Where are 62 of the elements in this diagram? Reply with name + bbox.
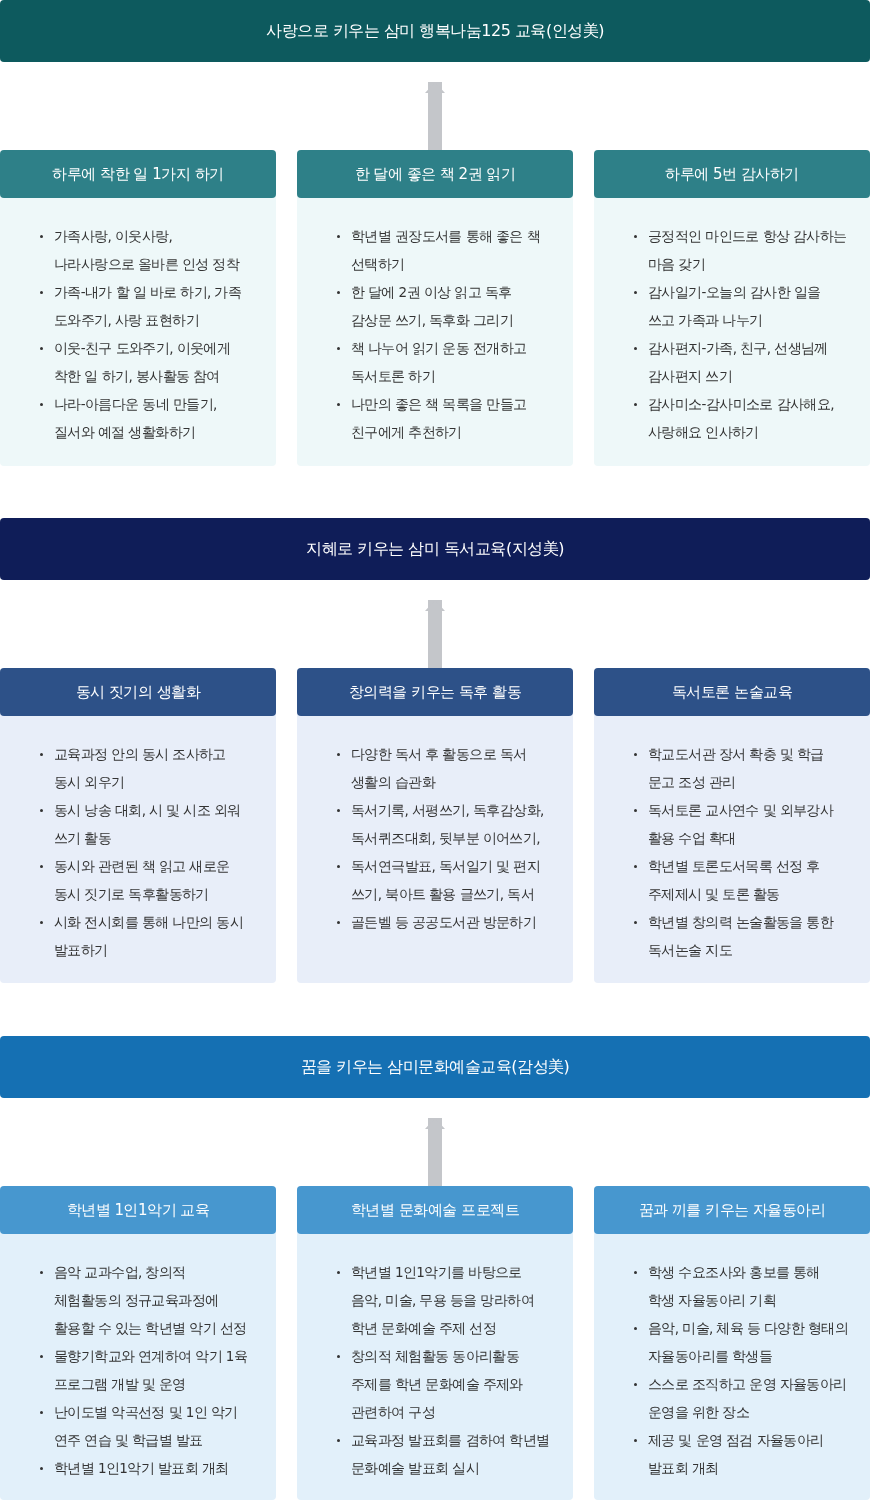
bullet-item: 나만의 좋은 책 목록을 만들고 친구에게 추천하기 [333, 390, 553, 446]
activity-card [297, 150, 573, 466]
bullet-item: 음악 교과수업, 창의적 체험활동의 정규교육과정에 활용할 수 있는 학년별 악기 선정 [36, 1258, 256, 1342]
banner-title: 지혜로 키우는 삼미 독서교육(지성美) [306, 538, 564, 560]
bullet-item: 교육과정 발표회를 겸하여 학년별 문화예술 발표회 실시 [333, 1426, 553, 1482]
card-header: 꿈과 끼를 키우는 자율동아리 [594, 1186, 870, 1234]
up-arrow [425, 1118, 445, 1186]
card-header: 창의력을 키우는 독후 활동 [297, 668, 573, 716]
bullet-item: 교육과정 안의 동시 조사하고 동시 외우기 [36, 740, 256, 796]
bullet-item: 감사편지-가족, 친구, 선생님께 감사편지 쓰기 [630, 334, 850, 390]
bullet-item: 한 달에 2권 이상 읽고 독후 감상문 쓰기, 독후화 그리기 [333, 278, 553, 334]
bullet-item: 음악, 미술, 체육 등 다양한 형태의 자율동아리를 학생들 [630, 1314, 850, 1370]
bullet-item: 물향기학교와 연계하여 악기 1육 프로그램 개발 및 운영 [36, 1342, 256, 1398]
bullet-item: 가족-내가 할 일 바로 하기, 가족 도와주기, 사랑 표현하기 [36, 278, 256, 334]
bullet-item: 나라-아름다운 동네 만들기, 질서와 예절 생활화하기 [36, 390, 256, 446]
bullet-item: 창의적 체험활동 동아리활동 주제를 학년 문화예술 주제와 관련하여 구성 [333, 1342, 553, 1426]
card-header: 하루에 착한 일 1가지 하기 [0, 150, 276, 198]
bullet-item: 골든벨 등 공공도서관 방문하기 [333, 908, 553, 936]
bullet-item: 학년별 1인1악기 발표회 개최 [36, 1454, 256, 1482]
bullet-item: 동시와 관련된 책 읽고 새로운 동시 짓기로 독후활동하기 [36, 852, 256, 908]
activity-card [0, 1186, 276, 1500]
bullet-item: 난이도별 악곡선정 및 1인 악기 연주 연습 및 학급별 발표 [36, 1398, 256, 1454]
bullet-item: 다양한 독서 후 활동으로 독서 생활의 습관화 [333, 740, 553, 796]
activity-card [0, 668, 276, 983]
up-arrow [425, 82, 445, 150]
card-header: 한 달에 좋은 책 2권 읽기 [297, 150, 573, 198]
activity-card [594, 150, 870, 466]
bullet-item: 독서기록, 서평쓰기, 독후감상화, 독서퀴즈대회, 뒷부분 이어쓰기, [333, 796, 553, 852]
bullet-item: 감사미소-감사미소로 감사해요, 사랑해요 인사하기 [630, 390, 850, 446]
activity-card [0, 150, 276, 466]
bullet-item: 동시 낭송 대회, 시 및 시조 외워 쓰기 활동 [36, 796, 256, 852]
bullet-item: 학교도서관 장서 확충 및 학급 문고 조성 관리 [630, 740, 850, 796]
card-header: 동시 짓기의 생활화 [0, 668, 276, 716]
bullet-item: 학생 수요조사와 홍보를 통해 학생 자율동아리 기획 [630, 1258, 850, 1314]
section-banner [0, 1036, 870, 1098]
bullet-item: 긍정적인 마인드로 항상 감사하는 마음 갖기 [630, 222, 850, 278]
card-header: 학년별 문화예술 프로젝트 [297, 1186, 573, 1234]
activity-card [594, 1186, 870, 1500]
section-banner [0, 0, 870, 62]
bullet-item: 책 나누어 읽기 운동 전개하고 독서토론 하기 [333, 334, 553, 390]
bullet-item: 가족사랑, 이웃사랑, 나라사랑으로 올바른 인성 정착 [36, 222, 256, 278]
up-arrow [425, 600, 445, 668]
bullet-item: 학년별 토론도서목록 선정 후 주제제시 및 토론 활동 [630, 852, 850, 908]
activity-card [594, 668, 870, 983]
bullet-item: 스스로 조직하고 운영 자율동아리 운영을 위한 장소 [630, 1370, 850, 1426]
bullet-item: 독서연극발표, 독서일기 및 편지 쓰기, 북아트 활용 글쓰기, 독서 [333, 852, 553, 908]
activity-card [297, 1186, 573, 1500]
bullet-item: 학년별 1인1악기를 바탕으로 음악, 미술, 무용 등을 망라하여 학년 문화예술 주제 선정 [333, 1258, 553, 1342]
bullet-item: 감사일기-오늘의 감사한 일을 쓰고 가족과 나누기 [630, 278, 850, 334]
card-header: 독서토론 논술교육 [594, 668, 870, 716]
bullet-item: 학년별 권장도서를 통해 좋은 책 선택하기 [333, 222, 553, 278]
banner-title: 꿈을 키우는 삼미문화예술교육(감성美) [300, 1056, 570, 1078]
activity-card [297, 668, 573, 983]
bullet-item: 제공 및 운영 점검 자율동아리 발표회 개최 [630, 1426, 850, 1482]
bullet-item: 학년별 창의력 논술활동을 통한 독서논술 지도 [630, 908, 850, 964]
bullet-item: 독서토론 교사연수 및 외부강사 활용 수업 확대 [630, 796, 850, 852]
bullet-item: 시화 전시회를 통해 나만의 동시 발표하기 [36, 908, 256, 964]
section-banner [0, 518, 870, 580]
banner-title: 사랑으로 키우는 삼미 행복나눔125 교육(인성美) [266, 20, 604, 42]
bullet-item: 이웃-친구 도와주기, 이웃에게 착한 일 하기, 봉사활동 참여 [36, 334, 256, 390]
card-header: 학년별 1인1악기 교육 [0, 1186, 276, 1234]
card-header: 하루에 5번 감사하기 [594, 150, 870, 198]
